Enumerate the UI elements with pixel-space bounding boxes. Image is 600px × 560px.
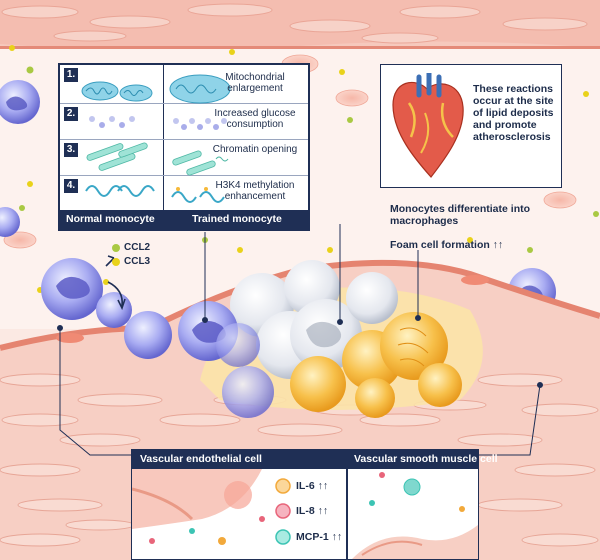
ccl2-label: CCL2 [124, 242, 151, 253]
row-2-label: Increased glucose consumption [214, 108, 296, 130]
ccl3-label: CCL3 [124, 256, 151, 267]
transmigrating-monocytes [41, 258, 274, 418]
trained-monocyte-label: Trained monocyte [192, 213, 282, 225]
trained-monocyte-icons [169, 74, 231, 203]
il8-icon [275, 503, 291, 519]
mcp1-icon [275, 529, 291, 545]
row-4-label: H3K4 methylation enhancement [215, 180, 295, 202]
il6-icon [275, 478, 291, 494]
endothelial-cell-title: Vascular endothelial cell [140, 453, 262, 465]
row-2-number: 2. [64, 107, 78, 121]
foam-cells [290, 312, 462, 418]
migration-arrows [105, 255, 126, 311]
cytokine-panel: Vascular endothelial cell Vascular smoot… [131, 449, 498, 560]
row-4-number: 4. [64, 179, 78, 193]
heart-note-box: These reactions occur at the site of lip… [380, 64, 562, 188]
row-3-number: 3. [64, 143, 78, 157]
row-1-number: 1. [64, 68, 78, 82]
table-footer: Normal monocyte Trained monocyte [60, 210, 308, 229]
il8-label: IL-8 ↑↑ [296, 505, 329, 517]
heart-note-text: These reactions occur at the site of lip… [473, 83, 554, 143]
ccl3-dot [112, 258, 120, 266]
panel-header [132, 450, 478, 469]
row-1-label: Mitochondrial enlargement [225, 72, 285, 94]
normal-monocyte-icons [81, 81, 155, 197]
heart-icon [392, 73, 464, 178]
macrophage-annotation: Monocytes differentiate into macrophages [390, 203, 531, 227]
cytokine-circles [275, 478, 291, 545]
mcp1-label: MCP-1 ↑↑ [296, 531, 343, 543]
ccl2-dot [112, 244, 120, 252]
panel-illustration [132, 469, 478, 559]
smooth-muscle-cell-title: Vascular smooth muscle cell [354, 453, 498, 465]
foam-cell-annotation: Foam cell formation ↑↑ [390, 239, 504, 251]
row-3-label: Chromatin opening [212, 144, 298, 155]
trained-monocyte-table: 1. 2. 3. 4. [58, 63, 310, 231]
il6-label: IL-6 ↑↑ [296, 480, 329, 492]
normal-monocyte-label: Normal monocyte [66, 213, 155, 225]
